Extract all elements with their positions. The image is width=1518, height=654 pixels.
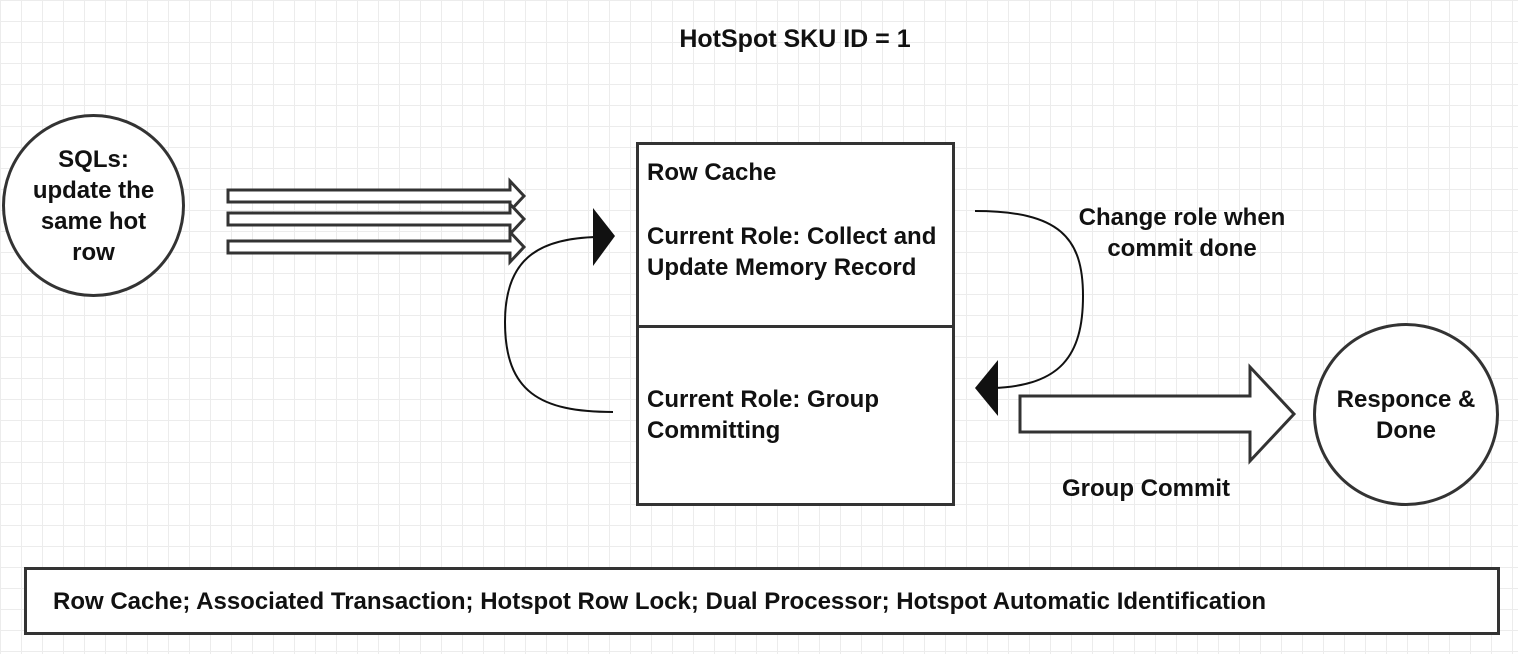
sql-source-label: SQLs: update the same hot row — [32, 145, 155, 266]
diagram-title: HotSpot SKU ID = 1 — [679, 25, 911, 53]
features-text: Row Cache; Associated Transaction; Hotsp… — [53, 588, 1267, 615]
input-arrow-3 — [226, 228, 527, 266]
role-commit-text: Current Role: Group Committing — [647, 386, 879, 444]
change-role-curve — [974, 210, 1085, 389]
response-done-circle: Responce & Done — [1313, 323, 1499, 506]
loop-back-arrowhead — [593, 208, 615, 266]
input-arrow-1 — [226, 177, 527, 215]
group-commit-label: Group Commit — [1062, 475, 1230, 502]
role-collect-text: Current Role: Collect and Update Memory … — [647, 223, 937, 281]
change-role-label: Change role when commit done — [1078, 204, 1286, 262]
input-arrow-2 — [226, 200, 527, 238]
group-commit-arrow — [1018, 363, 1297, 465]
sql-source-circle: SQLs: update the same hot row — [2, 114, 185, 297]
row-cache-box: Row Cache Current Role: Collect and Upda… — [636, 142, 955, 506]
loop-back-curve — [503, 236, 614, 413]
response-done-label: Responce & Done — [1336, 385, 1476, 444]
row-cache-divider — [639, 325, 952, 328]
row-cache-title: Row Cache — [647, 159, 777, 186]
change-role-arrowhead — [975, 360, 998, 416]
features-box: Row Cache; Associated Transaction; Hotsp… — [24, 567, 1500, 635]
